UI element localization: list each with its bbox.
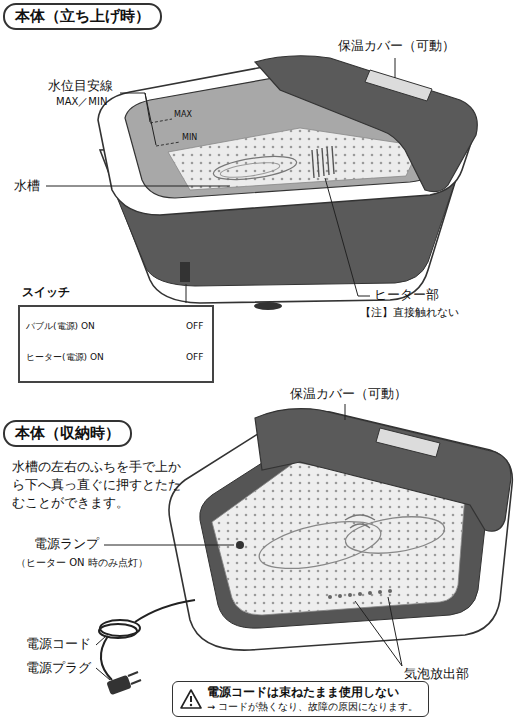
level-mark: MIN bbox=[182, 133, 197, 143]
power-cord bbox=[99, 600, 195, 680]
instruction-note: 水槽の左右のふちを手で上から下へ真っ直ぐに押すとたたむことができます。 bbox=[12, 458, 192, 512]
header-text: 本体（収納時） bbox=[15, 424, 120, 442]
part-label: 水位目安線 bbox=[48, 78, 113, 94]
part-label: ヒーター部 bbox=[374, 287, 439, 303]
part-label: 保温カバー（可動） bbox=[290, 386, 407, 402]
level-mark: MAX bbox=[174, 110, 192, 120]
tub-folded bbox=[169, 409, 512, 651]
part-label: 気泡放出部 bbox=[404, 666, 469, 682]
note: 【注】直接触れない bbox=[360, 306, 459, 319]
panel-heading: スイッチ bbox=[22, 285, 70, 299]
part-label: 電源コード bbox=[26, 636, 91, 652]
warning-icon bbox=[180, 689, 202, 709]
warning-box: 電源コードは束ねたまま使用しない→ コードが熱くなり、故障の原因になります。 bbox=[172, 681, 429, 717]
section-header: 本体（収納時） bbox=[3, 420, 132, 447]
leader-lines bbox=[46, 58, 395, 303]
switch-panel: スイッチバブル(電源) ONOFFヒーター(電源) ONOFF bbox=[18, 305, 214, 383]
part-label: 水槽 bbox=[14, 178, 40, 194]
warning-note: → コードが熱くなり、故障の原因になります。 bbox=[207, 701, 418, 713]
power-plug bbox=[106, 672, 141, 695]
section-header: 本体（立ち上げ時） bbox=[3, 3, 162, 30]
switch-label: OFF bbox=[186, 352, 203, 363]
part-label: MAX／MIN bbox=[56, 96, 107, 108]
switch-label: ヒーター(電源) ON bbox=[26, 352, 104, 363]
part-label: 保温カバー（可動） bbox=[338, 38, 455, 54]
header-text: 本体（立ち上げ時） bbox=[15, 7, 150, 25]
note: （ヒーター ON 時のみ点灯） bbox=[16, 557, 148, 569]
part-label: 電源プラグ bbox=[26, 660, 91, 676]
part-label: 電源ランプ bbox=[34, 536, 99, 552]
tub-standing bbox=[98, 56, 477, 310]
switch-label: バブル(電源) ON bbox=[26, 321, 95, 332]
warning-text: 電源コードは束ねたまま使用しない bbox=[207, 685, 418, 701]
leader-lines bbox=[96, 404, 402, 680]
switch-label: OFF bbox=[186, 321, 203, 332]
